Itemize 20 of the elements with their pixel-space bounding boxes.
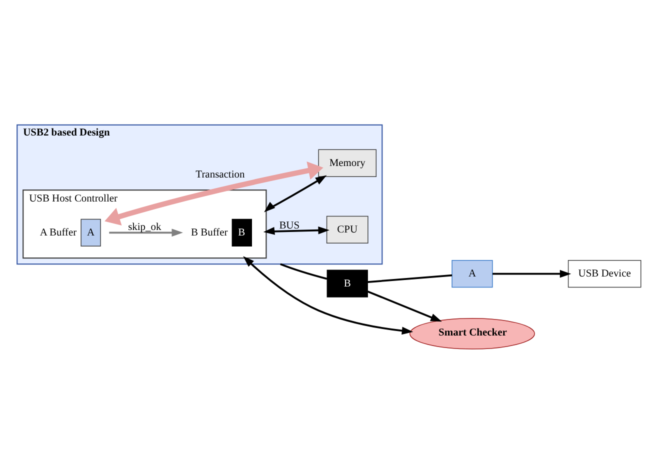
edge-label: BUS	[279, 220, 300, 232]
node-box: B	[326, 270, 368, 298]
arrow	[104, 161, 324, 226]
arrow	[263, 226, 330, 235]
arrow	[264, 175, 327, 212]
node-ellipse: Smart Checker	[410, 318, 535, 350]
edge-label: Transaction	[196, 169, 245, 180]
node-box: CPU	[326, 216, 368, 244]
node-box: Memory	[318, 149, 377, 177]
arrow	[243, 256, 414, 335]
connector	[280, 263, 328, 280]
connector	[368, 274, 452, 283]
node-label: B Buffer	[191, 227, 228, 238]
arrow	[367, 290, 442, 322]
node-label: A Buffer	[40, 227, 77, 238]
arrow	[109, 228, 183, 237]
node-box: A	[452, 260, 493, 288]
arrow	[492, 270, 572, 278]
edge-label: skip_ok	[128, 222, 162, 233]
node-box: USB Device	[568, 260, 642, 288]
